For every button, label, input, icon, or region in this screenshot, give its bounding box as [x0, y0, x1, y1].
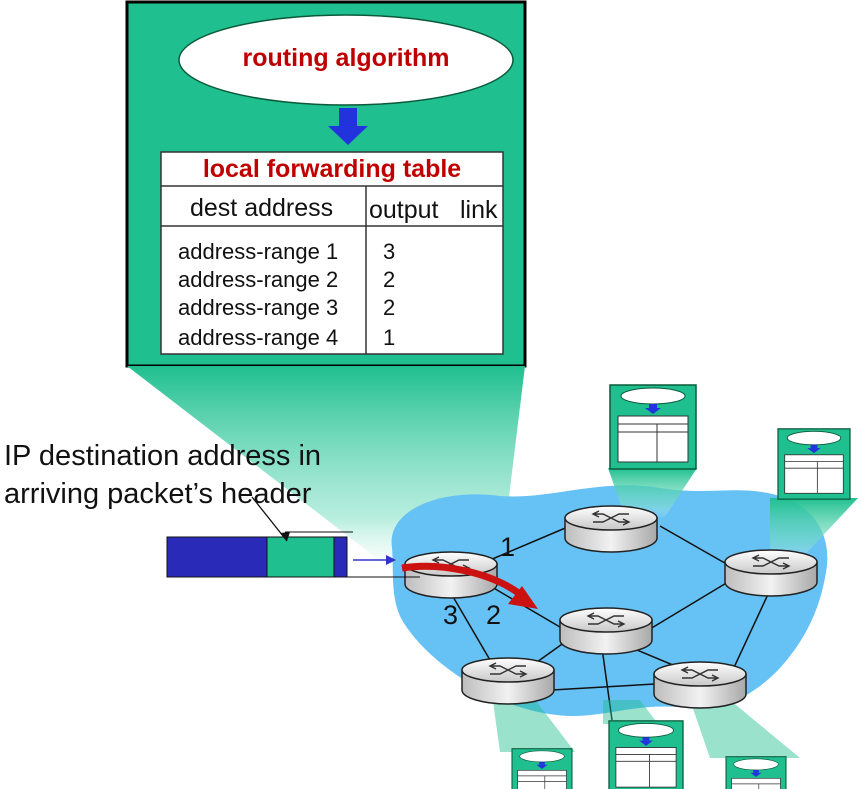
router-icon: [724, 549, 818, 597]
packet-caption-line1: IP destination address in: [4, 440, 322, 472]
table-row-range: address-range 1: [178, 239, 339, 264]
routing-algorithm-label: routing algorithm: [242, 44, 450, 72]
column-output: output: [369, 196, 439, 224]
table-row-link: 1: [383, 325, 396, 350]
forwarding-arrow-icon: [401, 562, 538, 609]
port-label-1: 1: [500, 532, 516, 562]
table-row-link: 2: [383, 267, 396, 292]
table-row-range: address-range 4: [178, 325, 339, 350]
router-icon: [461, 657, 555, 705]
mini-table-icon: [725, 756, 787, 789]
column-dest-address: dest address: [190, 194, 334, 222]
mini-table-icon: [608, 720, 684, 789]
mini-beams: [608, 468, 858, 560]
router-icon: [653, 661, 747, 709]
table-row-range: address-range 2: [178, 267, 339, 292]
mini-table-icon: [777, 428, 851, 500]
table-row-range: address-range 3: [178, 295, 339, 320]
router-icon: [564, 505, 658, 553]
forwarding-table: [160, 151, 504, 355]
table-row-link: 3: [383, 239, 396, 264]
pointer-arrowhead-icon: [280, 532, 290, 541]
forwarding-table-title: local forwarding table: [202, 155, 462, 183]
column-link: link: [460, 196, 498, 224]
packet-arrow-icon: [353, 555, 396, 565]
table-row-link: 2: [383, 295, 396, 320]
router-icon: [559, 607, 653, 655]
mini-table-icon: [511, 748, 573, 789]
port-label-2: 2: [486, 600, 502, 630]
routing-algorithm-ellipse: [178, 14, 514, 106]
mini-table-icon: [609, 384, 697, 470]
down-arrow-icon: [328, 108, 368, 145]
packet-caption-line2: arriving packet’s header: [4, 478, 312, 510]
port-label-3: 3: [443, 600, 459, 630]
arriving-packet: [166, 531, 420, 578]
